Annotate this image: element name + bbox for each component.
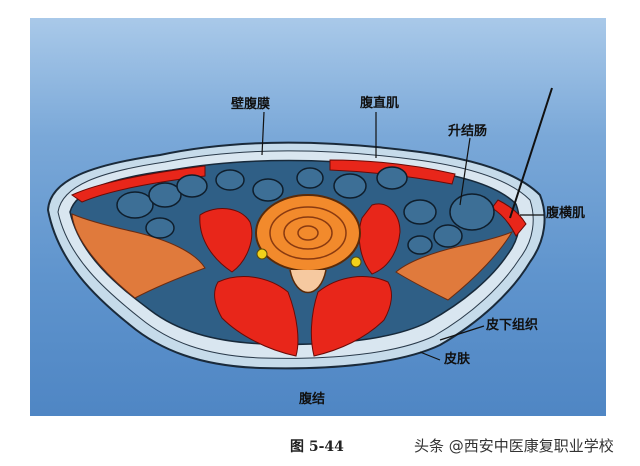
label-rectus-abdominis: 腹直肌 (360, 96, 400, 111)
right-lateral-muscle (491, 199, 527, 237)
leader-lines (261, 111, 544, 361)
label-ascending-colon: 升结肠 (448, 124, 488, 139)
label-skin: 皮肤 (444, 352, 471, 367)
acupuncture-needle (509, 87, 553, 219)
vertebra (255, 194, 362, 294)
left-rectus-muscle (71, 165, 206, 203)
left-back-muscle (214, 276, 299, 357)
watermark-text: 头条 @西安中医康复职业学校 (414, 437, 614, 455)
label-transversus-abdominis: 腹横肌 (546, 206, 586, 221)
right-back-muscle (310, 276, 392, 357)
label-subcutaneous-tissue: 皮下组织 (486, 318, 539, 333)
left-psoas-muscle (199, 208, 253, 273)
label-parietal-peritoneum: 壁腹膜 (231, 97, 271, 112)
label-bottom-point: 腹结 (299, 392, 326, 407)
left-posterior-muscle (71, 213, 206, 299)
intestine-loops (116, 166, 495, 255)
right-posterior-muscle (395, 230, 514, 301)
figure-caption: 图 5-44 (290, 439, 344, 455)
